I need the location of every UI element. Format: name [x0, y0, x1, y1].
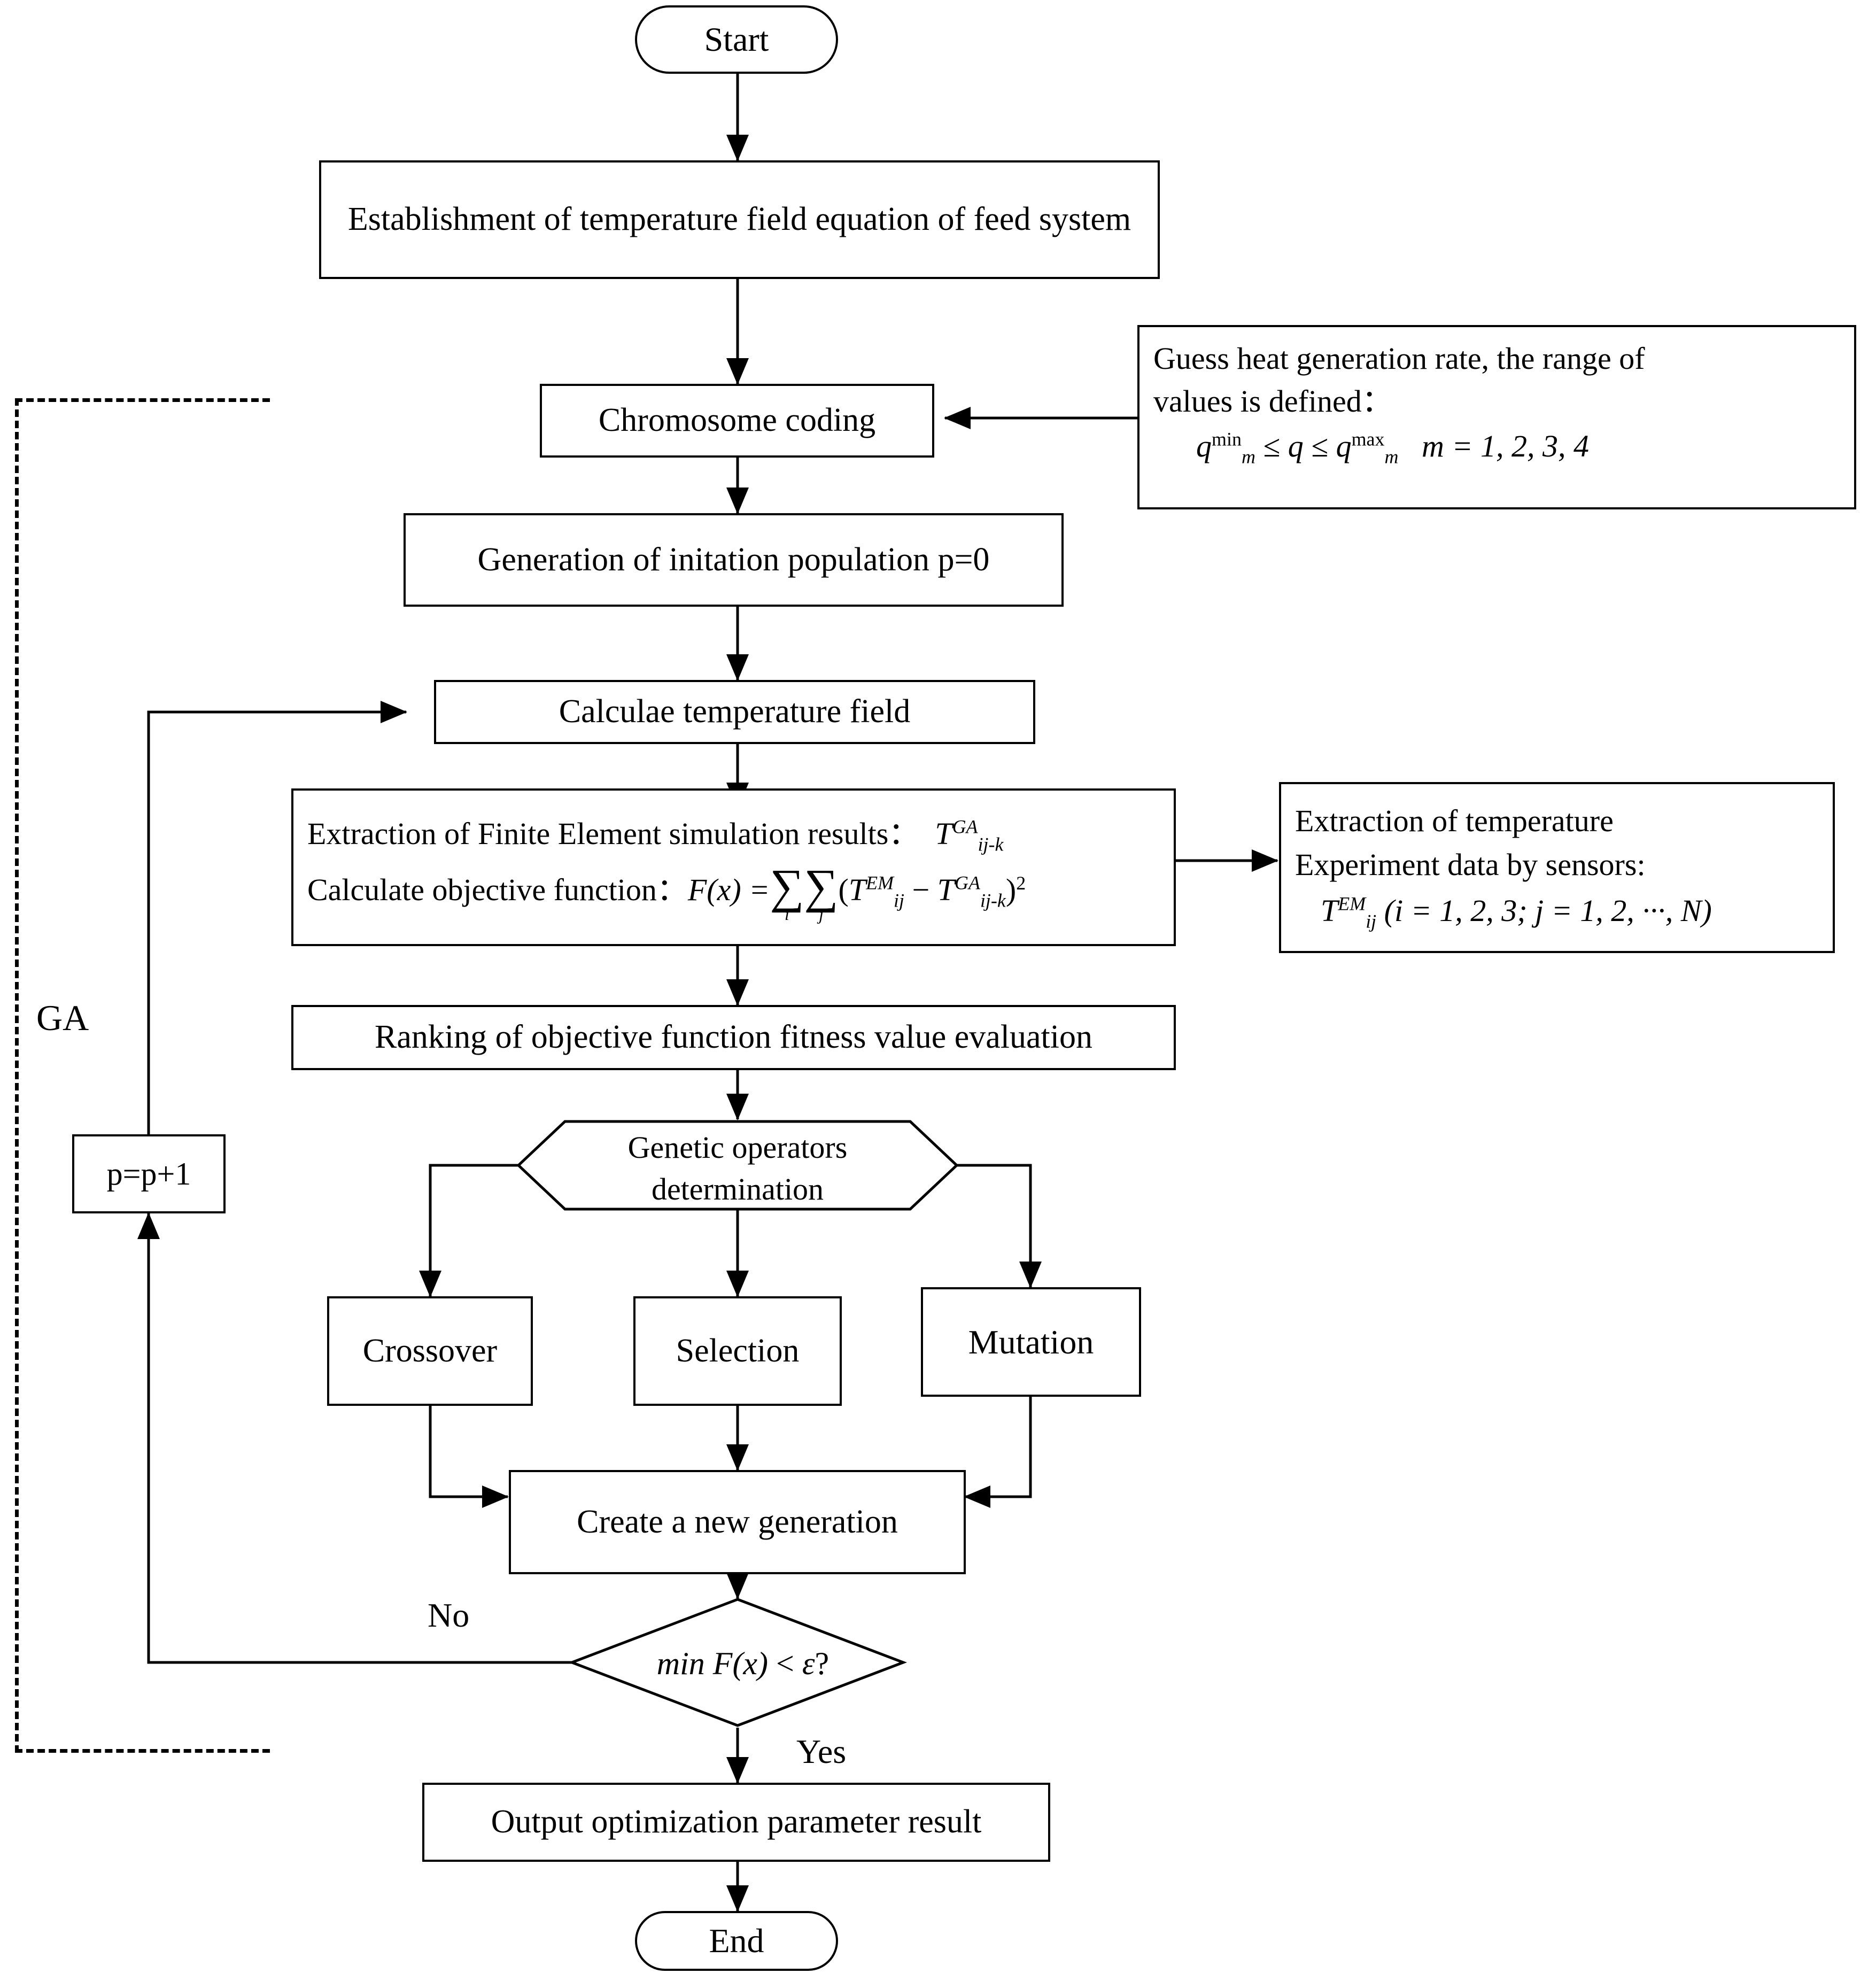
extraction-fe-Tem-sub: ij — [894, 889, 905, 911]
extraction-exp-T-base: T — [1321, 893, 1338, 929]
extraction-fe-T-sub: ij-k — [978, 833, 1004, 855]
extraction-exp-line1: Extraction of temperature — [1295, 803, 1614, 838]
extraction-fe-T-sup: GA — [952, 816, 978, 838]
decision-epsilon: ε — [802, 1646, 815, 1681]
node-end-label: End — [709, 1922, 764, 1960]
genetic-operators-label: Genetic operators determination — [588, 1127, 887, 1211]
sum-i-index: i — [784, 904, 789, 924]
extraction-fe-close-paren: ) — [1005, 872, 1017, 907]
node-ranking-fitness-label: Ranking of objective function fitness va… — [375, 1019, 1092, 1056]
sum-i-symbol: ∑ — [770, 860, 804, 913]
node-establishment-label: Establishment of temperature field equat… — [347, 201, 1131, 238]
ga-group-label: GA — [36, 997, 89, 1038]
node-calculate-temperature-field-label: Calculae temperature field — [559, 693, 911, 730]
node-mutation-label: Mutation — [968, 1322, 1094, 1361]
ga-group-boundary — [15, 398, 270, 1753]
node-end[interactable]: End — [635, 1911, 838, 1971]
node-create-new-generation[interactable]: Create a new generation — [509, 1470, 966, 1574]
extraction-fe-power: 2 — [1016, 872, 1026, 894]
guess-line1: Guess heat generation rate, the range of — [1153, 341, 1645, 376]
sum-j-index: j — [819, 904, 824, 924]
guess-q2-sup: max — [1351, 429, 1385, 451]
decision-fx: F(x) — [712, 1646, 769, 1681]
node-start-label: Start — [704, 20, 769, 59]
extraction-fe-line1: Extraction of Finite Element simulation … — [307, 814, 1003, 857]
extraction-fe-Tga-base: T — [937, 872, 955, 907]
node-output-result[interactable]: Output optimization parameter result — [422, 1783, 1050, 1862]
extraction-fe-Tem-base: T — [848, 872, 866, 907]
node-calculate-temperature-field[interactable]: Calculae temperature field — [434, 680, 1035, 744]
decision-op: < — [776, 1646, 794, 1681]
guess-formula: qminm ≤ q ≤ qmaxm m = 1, 2, 3, 4 — [1153, 427, 1589, 469]
node-mutation[interactable]: Mutation — [921, 1287, 1141, 1397]
extraction-fe-Tem-sup: EM — [866, 872, 894, 894]
guess-m-values: m = 1, 2, 3, 4 — [1421, 429, 1589, 464]
decision-question: ? — [815, 1646, 830, 1681]
extraction-fe-line2-text: Calculate objective function： — [307, 872, 688, 907]
extraction-exp-formula: TEMij (i = 1, 2, 3; j = 1, 2, ···, N) — [1295, 891, 1712, 934]
node-start[interactable]: Start — [635, 5, 838, 74]
extraction-exp-range: (i = 1, 2, 3; j = 1, 2, ···, N) — [1384, 893, 1712, 929]
decision-label: min F(x) < ε? — [631, 1645, 855, 1682]
node-create-new-generation-label: Create a new generation — [577, 1503, 898, 1540]
node-chromosome-coding[interactable]: Chromosome coding — [540, 384, 934, 458]
extraction-exp-line2: Experiment data by sensors: — [1295, 847, 1646, 883]
branch-label-yes: Yes — [796, 1732, 847, 1770]
extraction-exp-T-sup: EM — [1338, 893, 1366, 915]
guess-q-sup: min — [1212, 429, 1242, 451]
extraction-exp-T-sub: ij — [1366, 911, 1377, 933]
guess-line2: values is defined： — [1153, 384, 1393, 419]
node-establishment[interactable]: Establishment of temperature field equat… — [319, 160, 1160, 279]
node-increment-p[interactable]: p=p+1 — [72, 1134, 226, 1213]
extraction-fe-fx: F(x) = — [687, 872, 770, 907]
guess-q2-base: q — [1336, 429, 1352, 464]
node-generation-init[interactable]: Generation of initation population p=0 — [404, 513, 1064, 607]
extraction-fe-open-paren: ( — [838, 872, 849, 907]
node-crossover-label: Crossover — [362, 1332, 498, 1369]
extraction-fe-minus: − — [912, 872, 930, 907]
guess-inequality: ≤ q ≤ — [1263, 429, 1329, 464]
node-selection[interactable]: Selection — [633, 1296, 842, 1406]
genetic-operators-line2: determination — [651, 1172, 824, 1207]
extraction-fe-T-base: T — [935, 816, 952, 851]
extraction-fe-Tga-sup: GA — [955, 872, 980, 894]
branch-label-no: No — [428, 1596, 470, 1634]
extraction-fe-Tga-sub: ij-k — [980, 889, 1006, 911]
guess-q-sub: m — [1241, 446, 1255, 468]
node-output-result-label: Output optimization parameter result — [491, 1804, 982, 1840]
extraction-fe-sum-j: ∑j — [804, 860, 839, 924]
sum-j-symbol: ∑ — [804, 860, 839, 913]
node-extraction-experiment-data[interactable]: Extraction of temperature Experiment dat… — [1279, 782, 1835, 953]
decision-prefix: min — [656, 1646, 705, 1681]
node-crossover[interactable]: Crossover — [327, 1296, 533, 1406]
node-ranking-fitness[interactable]: Ranking of objective function fitness va… — [291, 1005, 1176, 1070]
node-selection-label: Selection — [676, 1332, 800, 1369]
extraction-fe-sum-i: ∑i — [770, 860, 804, 924]
extraction-fe-line1-text: Extraction of Finite Element simulation … — [307, 816, 920, 851]
guess-q-base: q — [1196, 429, 1212, 464]
extraction-fe-line2: Calculate objective function：F(x) =∑i∑j(… — [307, 860, 1026, 924]
node-extraction-finite-element[interactable]: Extraction of Finite Element simulation … — [291, 788, 1176, 946]
node-guess-heat-rate[interactable]: Guess heat generation rate, the range of… — [1137, 325, 1856, 509]
guess-q2-sub: m — [1384, 446, 1399, 468]
genetic-operators-line1: Genetic operators — [627, 1130, 848, 1165]
node-generation-init-label: Generation of initation population p=0 — [477, 541, 990, 578]
node-increment-p-label: p=p+1 — [106, 1156, 191, 1191]
node-chromosome-coding-label: Chromosome coding — [598, 402, 876, 439]
